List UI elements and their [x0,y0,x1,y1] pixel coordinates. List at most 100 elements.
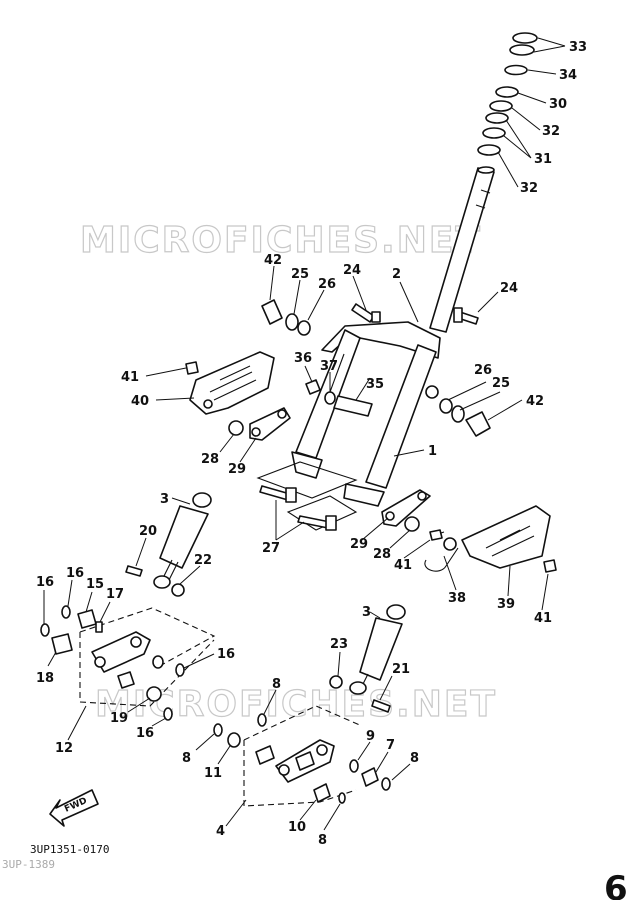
o-ring-16d [163,707,173,721]
oil-seal-26-left [297,320,311,336]
callout-16-a: 16 [36,575,54,590]
callout-16-d: 16 [136,726,154,741]
bearing-race-upper [489,100,513,112]
callout-18: 18 [36,671,54,686]
callout-26-left: 26 [318,277,336,292]
lock-washer [504,64,528,76]
oil-seal-26-right [439,398,453,414]
bolt-41-center [429,529,443,541]
collar-7 [361,767,379,787]
callout-2: 2 [392,267,401,282]
washer-25-left [285,313,299,331]
bolts-27 [256,461,358,531]
right-pivot-bushings [439,398,491,437]
callout-21: 21 [392,662,410,677]
callout-8-d: 8 [318,833,327,848]
callout-10: 10 [288,820,306,835]
diagram-code: 3UP1351-0170 [30,843,109,856]
callout-30: 30 [549,97,567,112]
collar-15 [77,609,97,629]
callout-3-left: 3 [160,492,169,507]
callout-19: 19 [110,711,128,726]
front-frame [291,321,441,507]
bearing-race-lower [477,144,501,156]
o-ring-9 [349,759,359,773]
o-ring-16a [40,623,50,637]
callout-28-left: 28 [201,452,219,467]
stem-top [477,166,495,174]
watermark-bottom: MICROFICHES.NET [95,684,497,725]
callout-22: 22 [194,553,212,568]
callout-16-c: 16 [217,647,235,662]
bearing-stack [477,32,538,156]
callout-42-left: 42 [264,253,282,268]
bolt-24-right [453,307,479,325]
left-pivot-bushings [261,299,311,336]
bolt-41-right [543,559,557,573]
callout-40: 40 [131,394,149,409]
o-ring-8c [381,777,391,791]
callout-24-left: 24 [343,263,361,278]
nut-28-right [404,516,420,532]
shock-absorber-left [125,492,212,597]
callout-labels: 33 34 30 32 31 32 42 25 24 2 24 26 36 37… [36,40,587,848]
bearing-cover [495,86,519,98]
nut-23 [329,675,343,689]
bolt-21 [371,699,391,713]
bushing-18 [51,633,73,655]
callout-15: 15 [86,577,104,592]
callout-35: 35 [366,377,384,392]
bushing-42-right [465,411,491,437]
callout-32-upper: 32 [542,124,560,139]
ball-bearing-lower [482,127,506,139]
bushing-11 [227,732,241,748]
callout-33: 33 [569,40,587,55]
callout-11: 11 [204,766,222,781]
callout-27: 27 [262,541,280,556]
callout-8-b: 8 [182,751,191,766]
callout-29-right: 29 [350,537,368,552]
o-ring-8a [257,713,267,727]
callout-41-left: 41 [121,370,139,385]
callout-37: 37 [320,359,338,374]
callout-41-center: 41 [394,558,412,573]
pivot-boss [425,385,439,399]
callout-23: 23 [330,637,348,652]
callout-39: 39 [497,597,515,612]
steering-stem [429,166,495,333]
bushing-42-left [261,299,283,325]
callout-4: 4 [216,824,225,839]
diagram-code-faded: 3UP-1389 [2,858,55,871]
watermark-top: MICROFICHES.NET [80,220,482,261]
plate-29-right [381,489,431,532]
fwd-arrow: FWD [49,789,99,827]
link-assembly-12 [40,605,216,721]
callout-17: 17 [106,587,124,602]
bolt-24-left [351,303,381,323]
nut-22 [171,583,185,597]
leader-lines [43,37,566,831]
plate-29-left [228,407,291,441]
callout-12: 12 [55,741,73,756]
callout-32-lower: 32 [520,181,538,196]
right-leg-foot [343,483,385,507]
callout-41-right: 41 [534,611,552,626]
ring-nut-top [512,32,538,44]
callout-1: 1 [428,444,437,459]
o-ring-8d [338,792,346,804]
bolt-20 [125,565,143,577]
collar-19 [146,686,162,702]
callout-34: 34 [559,68,577,83]
bracket-40 [185,351,275,415]
callout-24-right: 24 [500,281,518,296]
pin-17 [95,621,103,633]
callout-25-left: 25 [291,267,309,282]
bracket-39 [424,505,557,573]
callout-42-right: 42 [526,394,544,409]
o-ring-16b [61,605,71,619]
callout-31: 31 [534,152,552,167]
ring-nut-lower [509,44,535,56]
callout-26-right: 26 [474,363,492,378]
callout-3-right: 3 [362,605,371,620]
callout-38: 38 [448,591,466,606]
